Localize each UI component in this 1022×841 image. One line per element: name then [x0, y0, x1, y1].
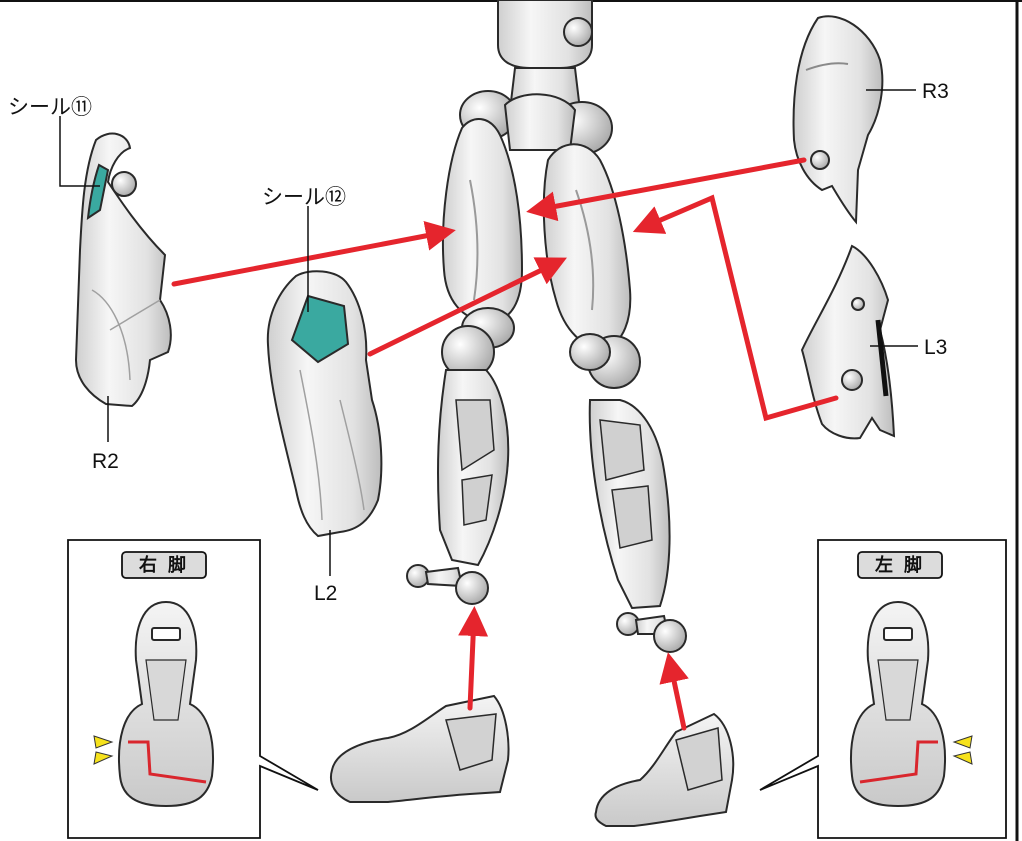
label-r2: R2 — [92, 450, 119, 473]
part-l3 — [802, 246, 894, 438]
label-seal-12: シール⑫ — [262, 186, 346, 209]
inset-left-leg: 左 脚 — [760, 540, 1006, 838]
part-r3 — [794, 16, 883, 222]
label-seal-11: シール⑪ — [8, 96, 92, 119]
arrow-right-foot-up — [470, 616, 474, 708]
inset-right-leg: 右 脚 — [68, 540, 318, 838]
part-r2 — [76, 134, 171, 406]
label-l3: L3 — [924, 336, 947, 359]
label-l2: L2 — [314, 582, 337, 605]
leg-frame-assembly — [407, 0, 686, 652]
inset-right-leg-title: 右 脚 — [139, 554, 189, 575]
part-l2 — [268, 271, 382, 536]
label-r3: R3 — [922, 80, 949, 103]
arrow-l3-to-thigh — [642, 198, 836, 418]
right-foot-part — [331, 696, 509, 802]
inset-left-leg-title: 左 脚 — [875, 554, 925, 575]
left-foot-part — [595, 714, 733, 826]
arrow-left-foot-up — [670, 662, 684, 728]
